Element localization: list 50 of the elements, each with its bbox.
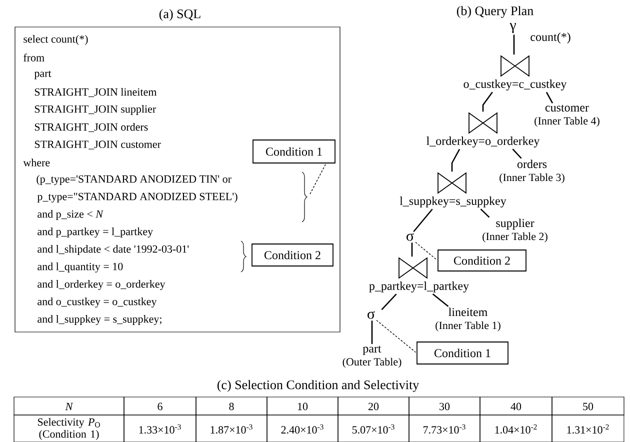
- table-header-cell: 20: [338, 396, 410, 416]
- table-cell: 1.33×10$^{-3}$: [124, 414, 196, 442]
- condition-box: Condition 2: [252, 244, 334, 266]
- operator-label: count(*): [530, 32, 570, 44]
- leader-line: [309, 164, 326, 196]
- table-header-cell: 40: [480, 396, 552, 416]
- connector-line: [480, 208, 490, 218]
- leader-line: [415, 242, 438, 260]
- connector-line: [381, 294, 397, 310]
- condition-box: Condition 2: [438, 250, 526, 272]
- table-cell: 5.07×10$^{-3}$: [338, 414, 410, 442]
- connector-line: [371, 320, 373, 344]
- table-cell: 1.31×10$^{-2}$: [552, 414, 624, 442]
- table-header-cell: 30: [408, 396, 480, 416]
- table-header-cell: 6: [124, 396, 196, 416]
- table-cell: 1.04×10$^{-2}$: [480, 414, 552, 442]
- connector-line: [512, 148, 522, 159]
- table-header-cell: 50: [552, 396, 624, 416]
- connector-line: [546, 92, 554, 104]
- join-condition: l_suppkey=s_suppkey: [400, 196, 506, 208]
- join-condition: l_orderkey=o_orderkey: [426, 136, 540, 148]
- panel-title: (b) Query Plan: [456, 6, 534, 18]
- condition-box: Condition 1: [252, 140, 336, 164]
- connector-line: [451, 148, 460, 172]
- operator-symbol: γ: [510, 22, 516, 34]
- condition-box: Condition 1: [416, 342, 508, 364]
- table-name: lineitem (Inner Table 1): [436, 308, 500, 332]
- operator-symbol: σ: [406, 233, 414, 241]
- table-cell: Selectivity P$_{O}$ (Condition 1): [14, 414, 124, 442]
- table-cell: 7.73×10$^{-3}$: [408, 414, 480, 442]
- table-name: part (Outer Table): [342, 346, 402, 368]
- connector-line: [413, 208, 433, 232]
- connector-line: [432, 293, 449, 307]
- table-name: customer (Inner Table 4): [534, 104, 600, 127]
- leader-line: [376, 320, 416, 353]
- connector-line: [411, 242, 413, 257]
- table-cell: 1.87×10$^{-3}$: [196, 414, 268, 442]
- operator-symbol: σ: [368, 311, 375, 319]
- join-condition: p_partkey=l_partkey: [369, 282, 469, 292]
- connector-line: [482, 92, 493, 112]
- join-condition: o_custkey=c_custkey: [464, 80, 567, 90]
- table-header-cell: N: [14, 396, 124, 416]
- table-header-cell: 8: [196, 396, 268, 416]
- panel-title: (a) SQL: [159, 9, 200, 21]
- table-name: orders (Inner Table 3): [500, 160, 564, 184]
- connector-line: [513, 34, 515, 55]
- table-cell: 2.40×10$^{-3}$: [266, 414, 338, 442]
- table-header-cell: 10: [266, 396, 338, 416]
- panel-title: (c) Selection Condition and Selectivity: [217, 380, 420, 392]
- table-name: supplier (Inner Table 2): [482, 218, 548, 242]
